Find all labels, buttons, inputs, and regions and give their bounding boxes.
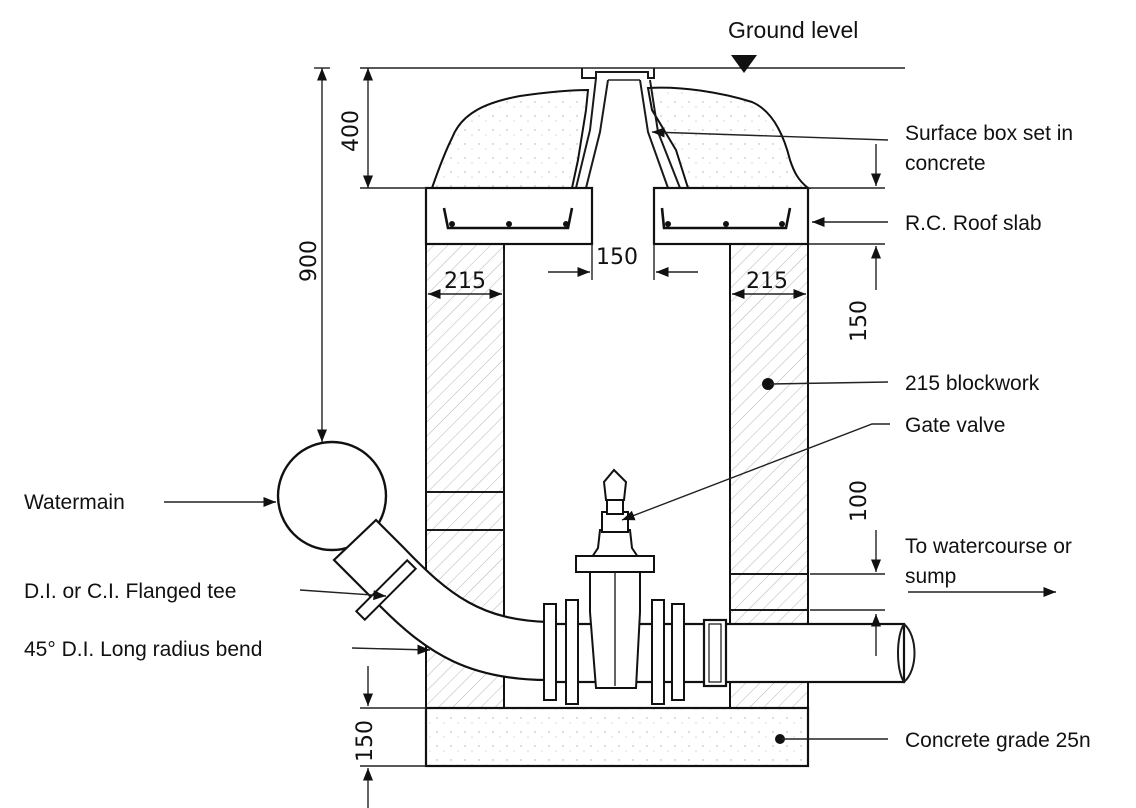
blockwork-dot xyxy=(762,378,774,390)
valve-key-cap-icon xyxy=(602,468,628,501)
dim-900: 900 xyxy=(297,240,322,282)
roof-slab xyxy=(360,186,885,246)
watermain-pipe xyxy=(276,440,388,552)
gate-valve xyxy=(575,468,655,689)
pipe-break-end xyxy=(897,623,916,684)
label-surface-box-line1: Surface box set in xyxy=(905,122,1073,145)
label-long-radius-bend: 45° D.I. Long radius bend xyxy=(24,638,262,661)
dim-opening-150: 150 xyxy=(596,245,638,270)
concrete-base xyxy=(360,706,810,768)
label-watermain: Watermain xyxy=(24,491,125,514)
dim-height-150-upper: 150 xyxy=(847,300,872,342)
dimensions: 400 900 215 150 215 150 100 150 xyxy=(297,67,885,808)
label-flanged-tee: D.I. or C.I. Flanged tee xyxy=(24,580,236,603)
label-gate-valve: Gate valve xyxy=(905,414,1005,437)
rebar-right xyxy=(660,207,792,230)
right-concrete-mound xyxy=(646,86,811,189)
roof-slab-left xyxy=(424,186,594,246)
surface-box-left-wall xyxy=(575,77,609,189)
label-surface-box-line2: concrete xyxy=(905,152,986,175)
dim-base-150: 150 xyxy=(353,720,378,762)
surface-concrete-surround xyxy=(430,68,811,189)
pipe-coupling xyxy=(702,618,728,688)
label-roof-slab: R.C. Roof slab xyxy=(905,212,1042,235)
label-to-watercourse-line1: To watercourse or xyxy=(905,535,1072,558)
ground-level-label: Ground level xyxy=(728,17,858,43)
annotations: Surface box set in concrete R.C. Roof sl… xyxy=(24,122,1091,752)
label-concrete-grade: Concrete grade 25n xyxy=(905,729,1091,752)
left-concrete-mound xyxy=(430,88,590,189)
rebar-left xyxy=(442,207,574,230)
dim-wall-left-215: 215 xyxy=(444,269,486,294)
label-to-watercourse-line2: sump xyxy=(905,565,956,588)
base-slab xyxy=(424,706,810,768)
ground-level-triangle-icon xyxy=(731,55,757,73)
dim-height-100: 100 xyxy=(847,480,872,522)
roof-slab-right xyxy=(652,186,810,246)
dim-400: 400 xyxy=(339,110,364,152)
base-dot xyxy=(775,734,785,744)
surface-box-frame xyxy=(581,68,655,79)
ground-level-group: Ground level xyxy=(360,17,905,73)
label-blockwork: 215 blockwork xyxy=(905,372,1040,395)
tee-flange xyxy=(354,558,418,622)
dim-wall-right-215: 215 xyxy=(746,269,788,294)
